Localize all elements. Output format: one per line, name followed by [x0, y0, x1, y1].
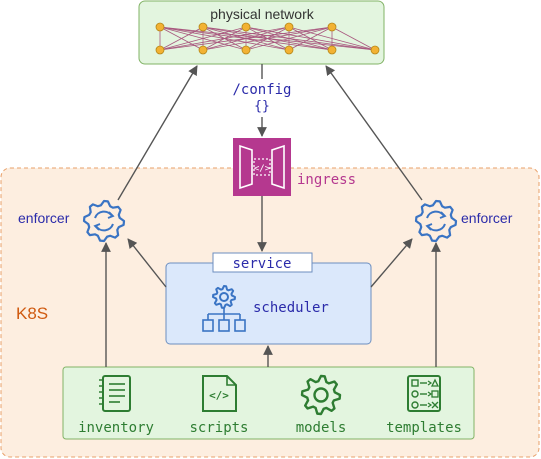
- ingress-icon[interactable]: </>: [233, 138, 291, 196]
- enforcer-right-label: enforcer: [461, 210, 513, 226]
- scripts-label: scripts: [189, 420, 248, 436]
- network-node: [370, 45, 380, 55]
- svg-text:</>: </>: [209, 389, 229, 402]
- enforcer-icon[interactable]: [414, 199, 458, 243]
- network-link: [159, 26, 290, 51]
- network-icon: [155, 22, 380, 55]
- ingress-label: ingress: [297, 172, 356, 188]
- service-tab: [212, 252, 313, 273]
- network-node: [284, 45, 294, 55]
- network-node: [327, 45, 337, 55]
- network-node: [198, 45, 208, 55]
- config-path: /config: [232, 82, 291, 98]
- inventory-icon[interactable]: [99, 375, 131, 412]
- physical-network-label: physical network: [210, 6, 314, 22]
- enforcer-icon[interactable]: [82, 199, 126, 243]
- templates-icon[interactable]: [407, 375, 441, 412]
- network-node: [284, 22, 294, 32]
- network-link: [159, 26, 333, 51]
- service-tab-label: service: [232, 256, 291, 272]
- network-link: [159, 26, 247, 51]
- network-node: [155, 45, 165, 55]
- scheduler-icon: [202, 285, 246, 332]
- network-node: [241, 45, 251, 55]
- network-node: [198, 22, 208, 32]
- arrow-service-to-right-enforcer: [370, 238, 413, 288]
- config-braces: {}: [254, 99, 270, 114]
- network-link: [331, 26, 376, 51]
- templates-label: templates: [386, 420, 462, 436]
- svg-text:</>: </>: [254, 164, 271, 174]
- network-node: [327, 22, 337, 32]
- arrow-right-enforcer-to-network: [325, 65, 423, 201]
- network-link: [202, 26, 333, 51]
- network-link: [245, 26, 333, 51]
- k8s-label: K8S: [16, 304, 48, 323]
- enforcer-left-label: enforcer: [18, 210, 70, 226]
- scripts-icon[interactable]: </>: [202, 375, 237, 412]
- arrow-left-enforcer-to-network: [117, 65, 198, 201]
- inventory-label: inventory: [78, 420, 154, 436]
- models-label: models: [296, 420, 347, 436]
- network-node: [241, 22, 251, 32]
- connector-lines: [101, 64, 441, 367]
- models-icon[interactable]: [300, 374, 342, 416]
- network-link: [288, 26, 333, 51]
- scheduler-label: scheduler: [253, 300, 329, 316]
- network-node: [155, 22, 165, 32]
- arrow-service-to-left-enforcer: [127, 238, 167, 288]
- network-link: [159, 26, 204, 51]
